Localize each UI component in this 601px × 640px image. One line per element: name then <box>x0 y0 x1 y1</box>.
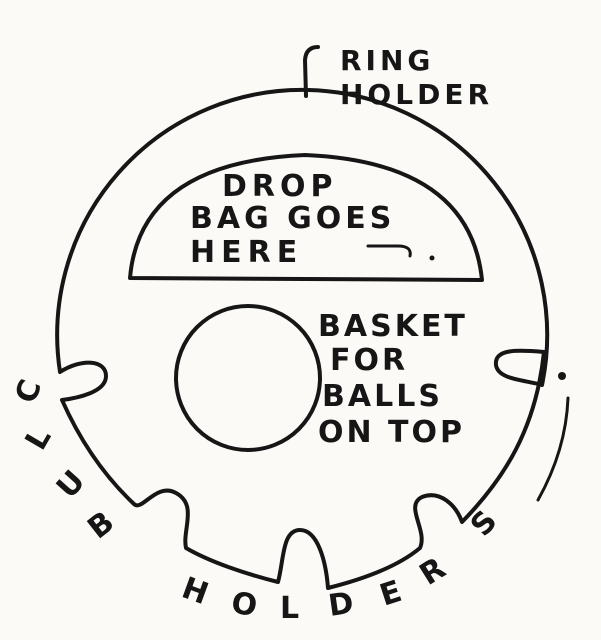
right-dot <box>558 372 566 380</box>
here-label: HERE <box>190 235 303 270</box>
holders-letter-o: O <box>229 585 260 624</box>
club-letter-u: U <box>50 464 92 506</box>
holder-label: HOLDER <box>340 78 493 111</box>
holders-letter-l: L <box>280 591 299 626</box>
drop-bag-area <box>128 153 484 282</box>
basket-label: BASKET <box>318 309 468 344</box>
balls-label: BALLS <box>322 379 443 414</box>
ring-holder-stem <box>303 45 320 98</box>
wheel-outline <box>55 87 550 590</box>
holders-letter-e: E <box>376 574 406 614</box>
right-curve-line <box>536 396 570 502</box>
club-letter-b: B <box>81 505 121 547</box>
here-arrow <box>366 244 412 258</box>
ring-label: RING <box>340 44 434 77</box>
holders-letter-d: D <box>326 586 356 624</box>
holders-letter-r: R <box>414 551 452 593</box>
basket-circle <box>174 304 322 452</box>
holders-letter-s: S <box>464 504 504 543</box>
club-letter-c: C <box>9 375 49 408</box>
club-letter-l: L <box>19 422 59 456</box>
for-label: FOR <box>330 343 408 378</box>
here-dot <box>429 255 435 261</box>
holders-letter-h: H <box>177 571 213 612</box>
on-top-label: ON TOP <box>318 415 465 450</box>
drop-label: DROP <box>222 169 338 204</box>
bag-goes-label: BAG GOES <box>190 201 395 236</box>
